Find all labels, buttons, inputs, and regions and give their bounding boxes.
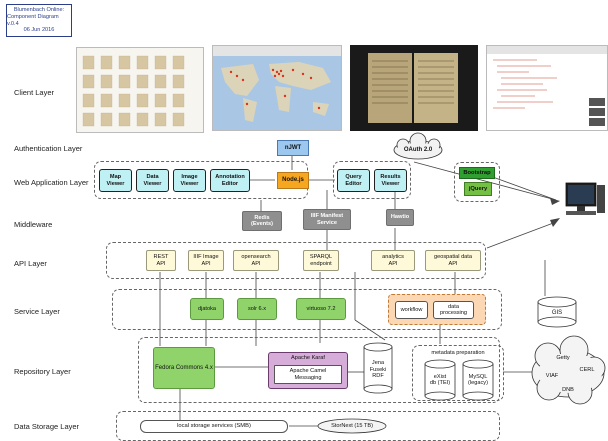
- nodejs-box: Node.js: [277, 172, 309, 189]
- computer-icon: [565, 182, 605, 215]
- jena-fuseki-label: Jena Fuseki RDF: [369, 360, 387, 380]
- image-viewer-box: Image Viewer: [173, 169, 206, 192]
- metadata-prep-label: metadata preparation: [431, 349, 485, 356]
- redis-box: Redis (Events): [242, 211, 282, 231]
- djatoka-box: djatoka: [190, 298, 224, 320]
- karaf-label: Apache Karaf: [291, 354, 325, 361]
- metadata-prep-container: [412, 345, 504, 401]
- oauth-cloud-label: OAuth 2.0: [403, 146, 433, 153]
- client-screenshot-gallery: [76, 47, 204, 133]
- hawtio-box: Hawtio: [386, 209, 414, 226]
- analytics-api-box: analytics API: [371, 250, 415, 271]
- bootstrap-box: Bootstrap: [459, 167, 495, 179]
- title-line-1: Blumenbach Online:: [13, 6, 65, 13]
- njwt-box: nJWT: [277, 140, 309, 156]
- annotation-editor-box: Annotation Editor: [210, 169, 250, 192]
- map-viewer-box: Map Viewer: [99, 169, 132, 192]
- geospatial-api-box: geospatial data API: [425, 250, 481, 271]
- layer-label-service: Service Layer: [14, 307, 60, 316]
- results-viewer-box: Results Viewer: [374, 169, 407, 192]
- jquery-box: jQuery: [464, 182, 492, 196]
- mysql-label: MySQL (legacy): [468, 373, 488, 386]
- source-dnb: DNB: [562, 387, 574, 394]
- iiif-image-api-box: IIIF Image API: [188, 250, 224, 271]
- layer-label-api: API Layer: [14, 259, 47, 268]
- camel-messaging-box: Apache Camel Messaging: [274, 365, 342, 384]
- title-box: Blumenbach Online: Component Diagram v.0…: [6, 4, 72, 37]
- repository-layer-container: [138, 337, 500, 403]
- layer-label-client: Client Layer: [14, 88, 55, 97]
- web-layer-container-right: [333, 161, 411, 199]
- layer-label-middleware: Middleware: [14, 220, 53, 229]
- client-screenshot-code: [486, 45, 608, 131]
- sparql-endpoint-box: SPARQL endpoint: [303, 250, 339, 271]
- rest-api-box: REST API: [146, 250, 176, 271]
- layer-label-storage: Data Storage Layer: [14, 422, 80, 431]
- layer-label-web: Web Application Layer: [14, 178, 89, 187]
- service-layer-container: [112, 289, 502, 330]
- opensearch-api-box: opensearch API: [233, 250, 279, 271]
- virtuoso-box: virtuoso 7.2: [296, 298, 346, 320]
- solr-box: solr 6.x: [237, 298, 277, 320]
- iiif-manifest-service-box: IIIF Manifest Service: [303, 209, 351, 230]
- local-storage-box: local storage services (SMB): [140, 420, 288, 433]
- exist-db-label: eXist db (TEI): [429, 373, 451, 386]
- layer-label-repository: Repository Layer: [14, 367, 71, 376]
- web-layer-container-frontend: [454, 162, 500, 202]
- api-layer-container: [106, 242, 486, 279]
- layer-label-auth: Authentication Layer: [14, 144, 83, 153]
- workflow-box: workflow: [395, 301, 428, 319]
- data-processing-box: data processing: [433, 301, 474, 319]
- fedora-commons-box: Fedora Commons 4.x: [153, 347, 215, 389]
- source-viaf: VIAF: [545, 373, 559, 380]
- source-cerl: CERL: [579, 367, 595, 374]
- source-getty: Getty: [556, 355, 570, 362]
- gis-label: GIS: [551, 309, 563, 316]
- client-screenshot-book: [350, 45, 478, 131]
- stornext-label: StorNext (15 TB): [331, 422, 373, 429]
- title-line-2: Component Diagram v.0.4: [7, 13, 59, 27]
- data-viewer-box: Data Viewer: [136, 169, 169, 192]
- title-line-3: 06 Jun 2016: [23, 27, 55, 34]
- query-editor-box: Query Editor: [337, 169, 370, 192]
- client-screenshot-map: [212, 45, 342, 131]
